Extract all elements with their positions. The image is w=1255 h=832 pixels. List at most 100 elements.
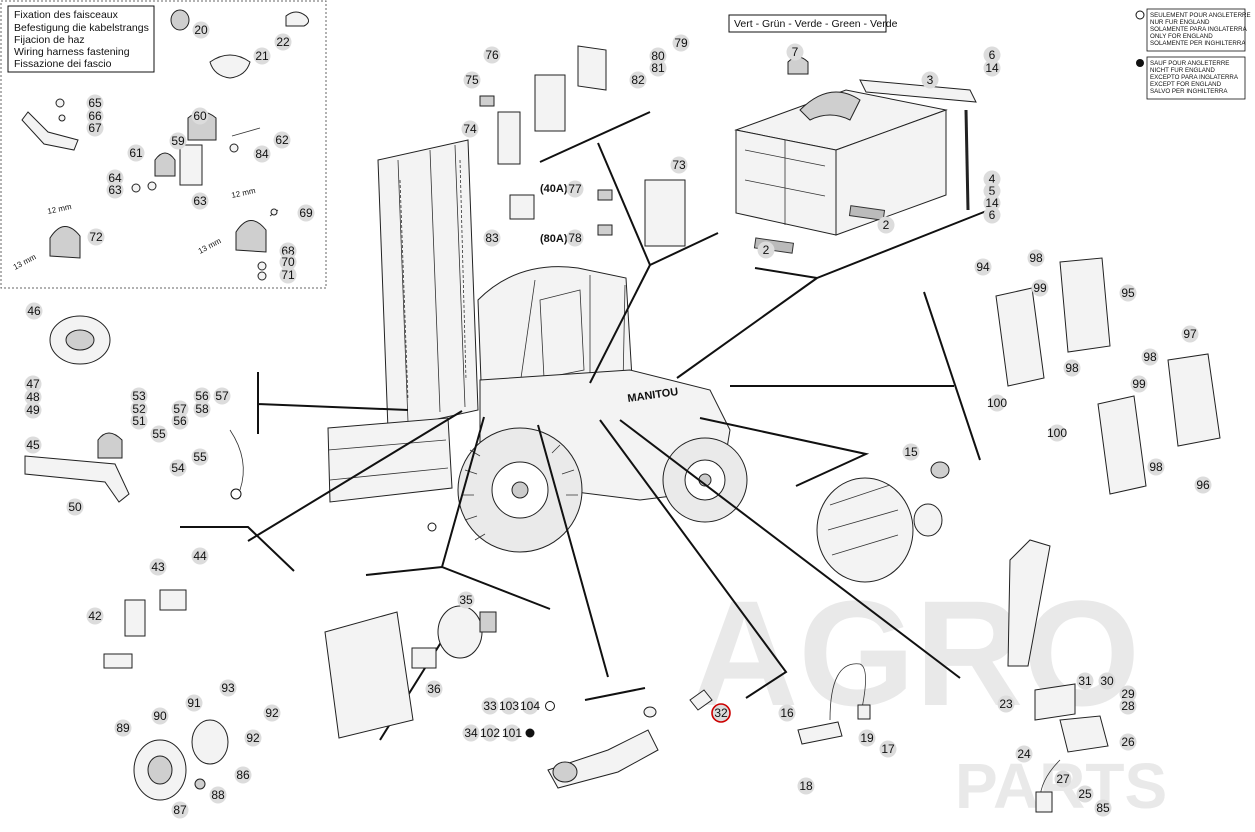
- callout-19: 19: [858, 729, 876, 747]
- callout-circle: [1027, 249, 1045, 267]
- p-clamp-part: [154, 152, 176, 177]
- legend-open-3: SOLAMENTE PARA INGLATERRA: [1150, 26, 1248, 33]
- callout-circle: [1048, 424, 1066, 442]
- callout-16: 16: [778, 704, 796, 722]
- callout-6: 6: [983, 46, 1001, 64]
- callout-circle: [24, 388, 42, 406]
- callout-65: 65: [86, 94, 104, 112]
- callout-number: 78: [568, 231, 582, 245]
- color-legend-label: Vert - Grün - Verde - Green - Verde: [734, 18, 898, 30]
- callout-103: 103: [499, 697, 519, 715]
- callout-circle: [457, 591, 475, 609]
- callout-circle: [253, 47, 271, 65]
- callout-circle: [521, 697, 539, 715]
- callout-49: 49: [24, 401, 42, 419]
- callout-53: 53: [130, 387, 148, 405]
- fuse-40a-label: (40A): [540, 183, 568, 195]
- callout-71: 71: [279, 266, 297, 284]
- callout-circle: [192, 21, 210, 39]
- callout-89: 89: [114, 719, 132, 737]
- legend-open-2: NUR FUR ENGLAND: [1150, 19, 1210, 26]
- callout-56: 56: [193, 387, 211, 405]
- callout-circle: [858, 729, 876, 747]
- horn-bracket: [24, 455, 130, 503]
- callout-3: 3: [921, 71, 939, 89]
- callout-number: 18: [799, 779, 813, 793]
- callout-number: 3: [927, 73, 934, 87]
- callout-75: 75: [463, 71, 481, 89]
- fuse-holder: [534, 74, 566, 132]
- callout-circle: [169, 459, 187, 477]
- callout-46: 46: [25, 302, 43, 320]
- callout-circle: [1119, 284, 1137, 302]
- callout-number: 15: [904, 445, 918, 459]
- callout-number: 89: [116, 721, 130, 735]
- callout-number: 56: [173, 414, 187, 428]
- callout-number: 34: [464, 726, 478, 740]
- callout-104: 104: [520, 697, 540, 715]
- clamp-72-part: [49, 226, 81, 259]
- callout-circle: [130, 387, 148, 405]
- callout-circle: [983, 46, 1001, 64]
- callout-23: 23: [997, 695, 1015, 713]
- callout-52: 52: [130, 400, 148, 418]
- callout-27: 27: [1054, 770, 1072, 788]
- callout-24: 24: [1015, 745, 1033, 763]
- callout-number: 76: [485, 48, 499, 62]
- callout-62: 62: [273, 131, 291, 149]
- callout-number: 62: [275, 133, 289, 147]
- callout-99: 99: [1031, 279, 1049, 297]
- callout-circle: [149, 558, 167, 576]
- callout-number: 25: [1078, 787, 1092, 801]
- callout-number: 101: [502, 726, 522, 740]
- dim-13mm-right: 13 mm: [197, 236, 223, 256]
- callout-circle: [1119, 685, 1137, 703]
- callout-circle: [670, 156, 688, 174]
- callout-57: 57: [171, 400, 189, 418]
- callout-48: 48: [24, 388, 42, 406]
- callout-circle: [1147, 458, 1165, 476]
- plate-part: [179, 144, 203, 186]
- callout-number: 30: [1100, 674, 1114, 688]
- callout-circle: [483, 46, 501, 64]
- callout-number: 48: [26, 390, 40, 404]
- inset-line-1: Fixation des faisceaux: [14, 9, 119, 21]
- dim-12mm-right: 12 mm: [231, 186, 257, 200]
- callout-15: 15: [902, 443, 920, 461]
- fuse-80a-label: (80A): [540, 233, 568, 245]
- legend-filled-1: SAUF POUR ANGLETERRE: [1150, 60, 1229, 67]
- callout-5: 5: [983, 182, 1001, 200]
- callout-36: 36: [425, 680, 443, 698]
- callout-circle: [1181, 325, 1199, 343]
- callout-58: 58: [193, 400, 211, 418]
- callout-14: 14: [983, 194, 1001, 212]
- callout-number: 2: [883, 218, 890, 232]
- callout-circle: [114, 719, 132, 737]
- callout-circle: [279, 253, 297, 271]
- callout-circle: [191, 448, 209, 466]
- callout-number: 28: [1121, 699, 1135, 713]
- callout-number: 99: [1132, 377, 1146, 391]
- callout-circle: [1194, 476, 1212, 494]
- callout-circle: [461, 120, 479, 138]
- callout-number: 92: [265, 706, 279, 720]
- callout-7: 7: [786, 43, 804, 61]
- callout-number: 88: [211, 788, 225, 802]
- callout-number: 50: [68, 500, 82, 514]
- callout-circle: [185, 694, 203, 712]
- callout-59: 59: [169, 132, 187, 150]
- callout-circle: [1076, 672, 1094, 690]
- callout-6: 6: [983, 206, 1001, 224]
- callout-circle: [649, 59, 667, 77]
- callout-number: 64: [108, 171, 122, 185]
- callout-circle: [234, 766, 252, 784]
- callout-number: 79: [674, 36, 688, 50]
- marker-open-104: [545, 701, 555, 711]
- callout-circle: [193, 400, 211, 418]
- callout-98: 98: [1147, 458, 1165, 476]
- callout-circle: [24, 436, 42, 454]
- england-legend: SEULEMENT POUR ANGLETERRE NUR FUR ENGLAN…: [1135, 8, 1251, 100]
- callout-70: 70: [279, 253, 297, 271]
- callout-circle: [786, 43, 804, 61]
- callout-number: 42: [88, 609, 102, 623]
